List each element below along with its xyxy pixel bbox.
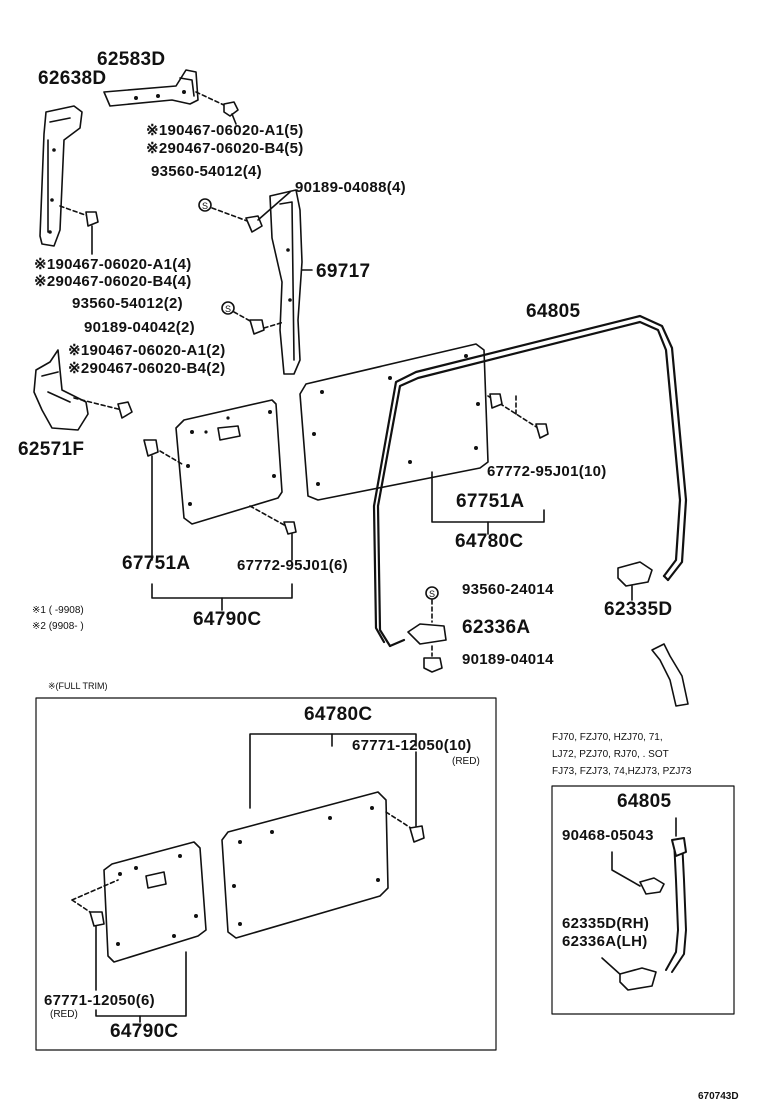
- trim-64790C-full-part: [103, 841, 207, 963]
- full-trim-title: ※(FULL TRIM): [48, 681, 108, 691]
- label-full-64780C: 64780C: [304, 704, 373, 725]
- label-69717: 69717: [316, 261, 371, 282]
- clip-67772-6-fastener: [283, 521, 297, 561]
- clip-67771-10-fastener: [409, 751, 425, 843]
- note-2: ※2 (9908- ): [32, 621, 84, 632]
- nut-93560-24014-fastener: S: [425, 586, 439, 600]
- label-red-bottom: (RED): [50, 1009, 78, 1020]
- bracket-inset-part: [619, 967, 657, 991]
- trim-64790C-part: [175, 399, 283, 525]
- label-64780C: 64780C: [455, 531, 524, 552]
- clip-67751A-right-fastener: [489, 393, 503, 409]
- pointer-arrow: [651, 643, 689, 707]
- svg-text:S: S: [202, 201, 208, 211]
- label-67771-12050-10: 67771-12050(10): [352, 737, 472, 754]
- label-64790C: 64790C: [193, 609, 262, 630]
- label-left-b4-4: ※290467-06020-B4(4): [34, 273, 192, 290]
- full-trim-box: [35, 697, 497, 1051]
- clip-67751A-left-fastener: [143, 439, 159, 561]
- label-93560-54012-2: 93560-54012(2): [72, 295, 183, 312]
- label-67772-95J01-10: 67772-95J01(10): [487, 463, 607, 480]
- label-62336A-LH: 62336A(LH): [562, 933, 648, 950]
- svg-text:S: S: [429, 589, 435, 599]
- pillar-62638D-part: [39, 105, 83, 247]
- note-1: ※1 ( -9908): [32, 605, 84, 616]
- label-62583D: 62583D: [97, 49, 166, 70]
- bracket-62335D-part: [617, 561, 653, 601]
- bolt-62571F-fastener: [117, 401, 133, 419]
- label-top-a1-5: ※190467-06020-A1(5): [146, 122, 304, 139]
- pillar-69717-part: [269, 189, 303, 375]
- label-90189-04088: 90189-04088(4): [295, 179, 406, 196]
- clip-67772-10-fastener: [535, 423, 549, 439]
- label-inset-64805: 64805: [617, 791, 672, 812]
- label-red-top: (RED): [452, 756, 480, 767]
- bolt-62583D-fastener: [223, 101, 239, 125]
- bracket-62571F-part: [33, 349, 89, 431]
- clip-90189-04088-fastener: [245, 191, 291, 233]
- nut-93560-54012-mid-fastener: S: [221, 301, 235, 315]
- label-62638D: 62638D: [38, 68, 107, 89]
- svg-text:S: S: [225, 304, 231, 314]
- trim-64780C-full-part: [221, 791, 389, 939]
- clip-62638D-fastener: [85, 211, 99, 255]
- label-62335D: 62335D: [604, 599, 673, 620]
- weatherstrip-64805-part: [372, 314, 688, 648]
- clip-90468-inset-fastener: [639, 877, 665, 895]
- label-67751A-right: 67751A: [456, 491, 525, 512]
- nut-90189-04014-fastener: [423, 657, 443, 673]
- clip-90189-04042-fastener: [249, 319, 265, 335]
- label-93560-54012-4: 93560-54012(4): [151, 163, 262, 180]
- label-67771-12050-6: 67771-12050(6): [44, 992, 155, 1009]
- label-90189-04042: 90189-04042(2): [84, 319, 195, 336]
- bracket-62336A-part: [407, 623, 447, 645]
- label-64805: 64805: [526, 301, 581, 322]
- bracket-62583D-part: [103, 69, 199, 107]
- label-top-b4-5: ※290467-06020-B4(5): [146, 140, 304, 157]
- label-full-64790C: 64790C: [110, 1021, 179, 1042]
- nut-93560-54012-top-fastener: S: [198, 198, 212, 212]
- label-mid-a1-2: ※190467-06020-A1(2): [68, 342, 226, 359]
- label-62336A: 62336A: [462, 617, 531, 638]
- models-line-1: FJ70, FZJ70, HZJ70, 71,: [552, 732, 663, 743]
- label-left-a1-4: ※190467-06020-A1(4): [34, 256, 192, 273]
- label-62335D-RH: 62335D(RH): [562, 915, 650, 932]
- label-62571F: 62571F: [18, 439, 85, 460]
- clip-67771-6-fastener: [89, 911, 105, 991]
- models-line-3: FJ73, FZJ73, 74,HZJ73, PZJ73: [552, 766, 692, 777]
- figure-code: 670743D: [698, 1091, 739, 1102]
- label-mid-b4-2: ※290467-06020-B4(2): [68, 360, 226, 377]
- label-90189-04014: 90189-04014: [462, 651, 554, 668]
- weatherstrip-64805-inset-part: [665, 837, 687, 973]
- label-90468-05043: 90468-05043: [562, 827, 654, 844]
- label-67751A-left: 67751A: [122, 553, 191, 574]
- label-93560-24014: 93560-24014: [462, 581, 554, 598]
- models-line-2: LJ72, PZJ70, RJ70, . SOT: [552, 749, 669, 760]
- model-inset-box: [551, 785, 735, 1015]
- label-67772-95J01-6: 67772-95J01(6): [237, 557, 348, 574]
